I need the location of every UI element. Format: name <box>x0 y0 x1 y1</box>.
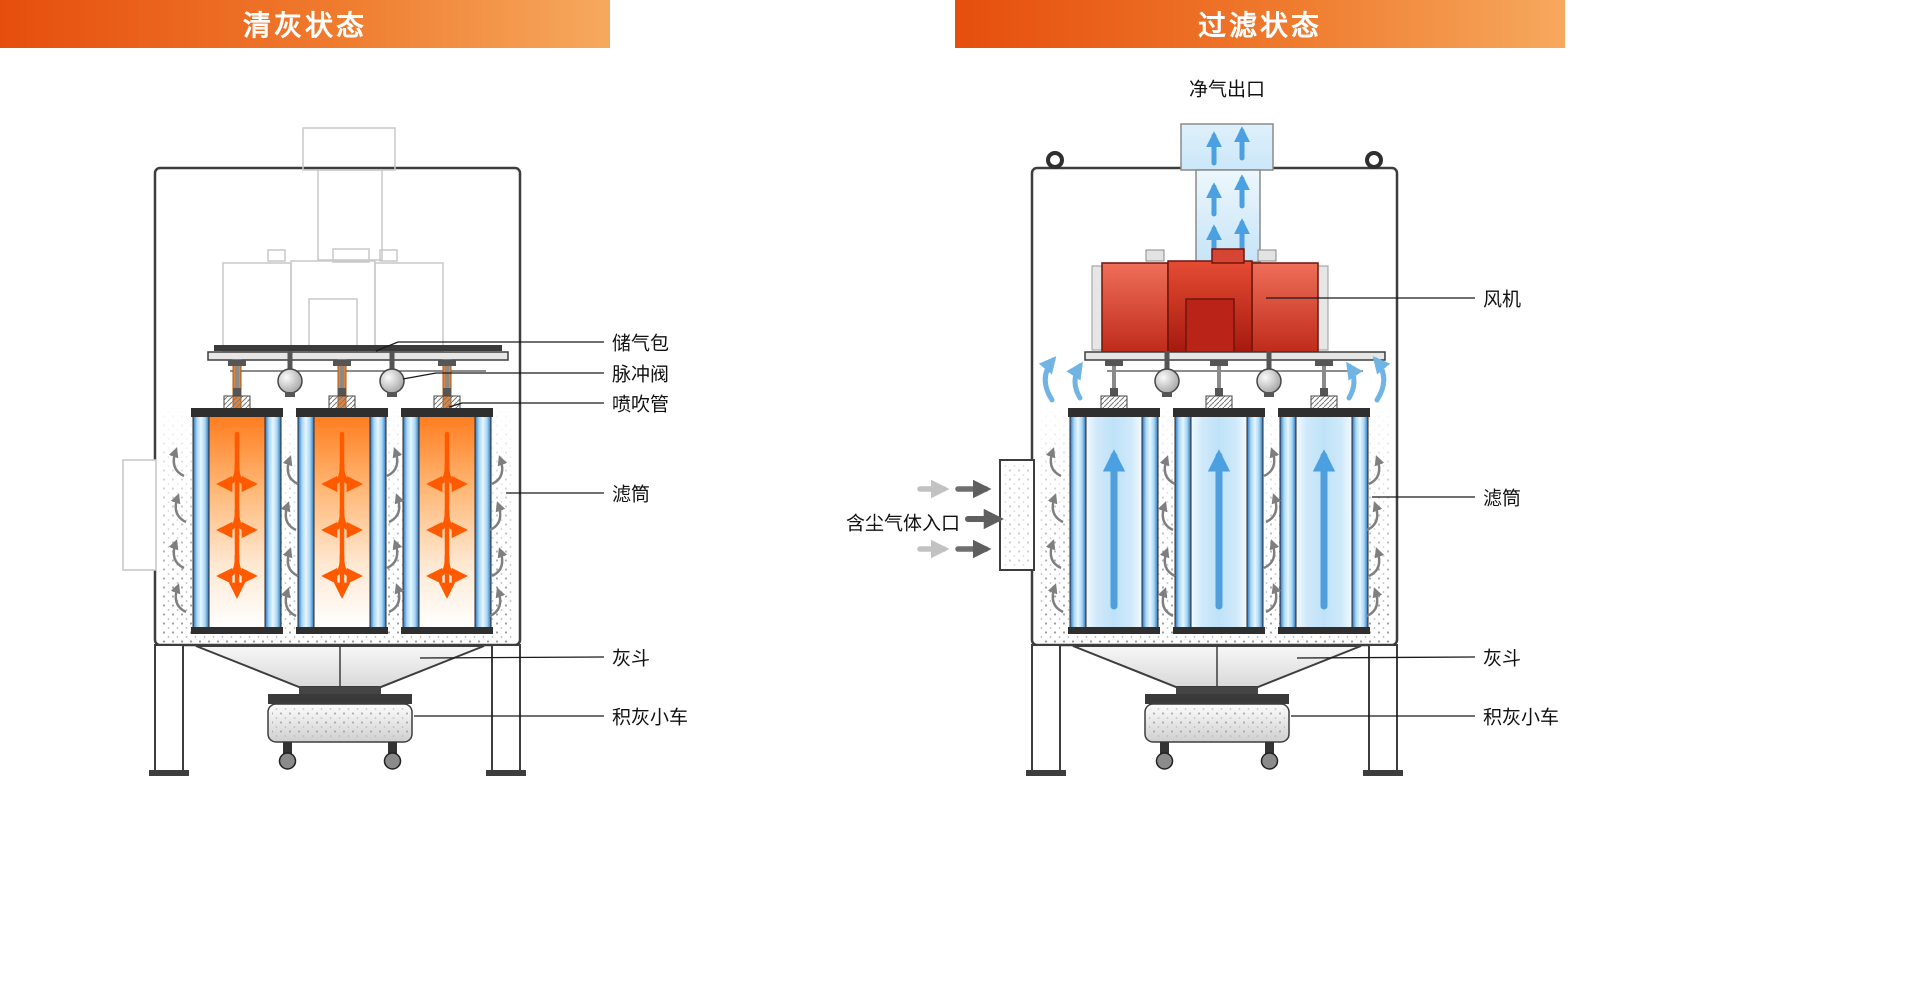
hopper-discharge <box>1176 687 1258 694</box>
clean-air-duct <box>1195 169 1261 263</box>
label-blow-pipe: 喷吹管 <box>612 394 670 416</box>
label-clean-air-outlet: 净气出口 <box>1188 79 1266 101</box>
banner-cleaning-state: 清灰状态 <box>0 0 610 48</box>
label-dusty-gas-inlet: 含尘气体入口 <box>846 513 961 535</box>
banner-filtering-title: 过滤状态 <box>1197 10 1322 41</box>
lifting-eye-icons <box>1046 151 1383 169</box>
label-filter-cartridge-right: 滤筒 <box>1483 488 1522 510</box>
left-inlet-ghost <box>122 459 157 571</box>
label-air-tank: 储气包 <box>612 333 670 355</box>
dust-cart <box>267 694 413 770</box>
inlet-arrow-icons <box>917 479 1005 559</box>
label-pulse-valve: 脉冲阀 <box>612 364 670 386</box>
right-leg <box>491 644 521 773</box>
right-tube-sheet <box>1084 351 1386 361</box>
airflow-curve-arrow-icons <box>1038 356 1391 403</box>
right-machine <box>917 123 1403 776</box>
filter-cartridge-cleaning <box>401 408 493 634</box>
left-leg <box>154 644 184 773</box>
filter-cartridge-cleaning <box>191 408 283 634</box>
right-leg <box>1368 644 1398 773</box>
left-machine <box>122 127 526 776</box>
left-tube-sheet <box>207 351 509 361</box>
filter-cartridge-filtering <box>1068 408 1160 634</box>
dust-cart <box>1144 694 1290 770</box>
leader-lines <box>375 297 1476 717</box>
label-ash-hopper-right: 灰斗 <box>1483 648 1522 670</box>
clean-air-up-arrow-icons <box>1205 126 1251 259</box>
filter-cartridge-filtering <box>1278 408 1370 634</box>
label-filter-cartridge-left: 滤筒 <box>612 484 651 506</box>
label-fan: 风机 <box>1483 289 1522 311</box>
banner-cleaning-title: 清灰状态 <box>242 10 367 41</box>
air-tank <box>214 345 502 351</box>
fan-assembly <box>1091 248 1329 353</box>
filter-cartridge-cleaning <box>296 408 388 634</box>
label-dust-cart-left: 积灰小车 <box>612 707 689 729</box>
label-ash-hopper-left: 灰斗 <box>612 648 651 670</box>
clean-air-outlet-box <box>1180 123 1274 171</box>
filter-cartridge-filtering <box>1173 408 1265 634</box>
label-dust-cart-right: 积灰小车 <box>1483 707 1560 729</box>
left-leg <box>1031 644 1061 773</box>
banner-filtering-state: 过滤状态 <box>955 0 1565 48</box>
hopper-discharge <box>299 687 381 694</box>
